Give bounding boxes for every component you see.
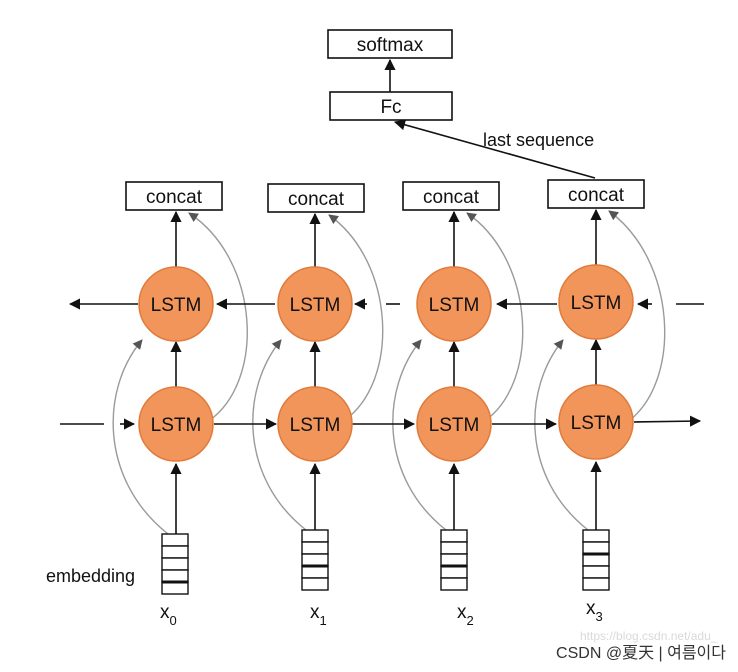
- lstm-label: LSTM: [429, 295, 480, 316]
- lstm-label: LSTM: [151, 295, 202, 316]
- last-sequence-label: last sequence: [483, 130, 594, 150]
- input-label-x1: x1: [310, 602, 327, 628]
- concat-box: concat: [547, 179, 645, 209]
- concat-label: concat: [288, 189, 345, 210]
- forward-to-concat-curve: [328, 214, 384, 421]
- lstm-label: LSTM: [290, 295, 341, 316]
- forward-to-concat-curve: [188, 212, 248, 421]
- forward-to-concat-curve: [608, 210, 666, 421]
- softmax-label: softmax: [357, 35, 424, 56]
- lstm-backward-node: LSTM: [558, 264, 634, 340]
- input-label-x2: x2: [457, 602, 474, 628]
- input-label-x0: x0: [160, 602, 177, 628]
- lstm-label: LSTM: [571, 413, 622, 434]
- lstm-backward-node: LSTM: [416, 266, 492, 342]
- embedding-vector: [301, 529, 329, 591]
- embedding-vector: [440, 529, 468, 591]
- softmax-box: softmax: [327, 29, 453, 59]
- input-to-backward-curve: [392, 339, 447, 531]
- forward-to-concat-curve: [466, 212, 524, 421]
- lstm-label: LSTM: [571, 293, 622, 314]
- input-to-backward-curve: [112, 339, 169, 535]
- concat-box: concat: [125, 181, 223, 211]
- lstm-backward-node: LSTM: [277, 266, 353, 342]
- concat-box: concat: [267, 183, 365, 213]
- input-label-x3: x3: [586, 598, 603, 624]
- lstm-backward-node: LSTM: [138, 266, 214, 342]
- embedding-label: embedding: [46, 566, 135, 586]
- watermark-url: https://blog.csdn.net/adu_: [580, 629, 718, 643]
- fc-label: Fc: [380, 97, 401, 118]
- lstm-forward-node: LSTM: [416, 386, 492, 462]
- fc-box: Fc: [329, 91, 453, 121]
- lstm-label: LSTM: [290, 415, 341, 436]
- lstm-label: LSTM: [151, 415, 202, 436]
- concat-box: concat: [402, 181, 500, 211]
- lstm-forward-node: LSTM: [558, 384, 634, 460]
- forward-arrow: [633, 415, 702, 427]
- lstm-forward-node: LSTM: [277, 386, 353, 462]
- embedding-vector: [582, 529, 610, 591]
- concat-label: concat: [423, 187, 480, 208]
- lstm-forward-node: LSTM: [138, 386, 214, 462]
- lstm-label: LSTM: [429, 415, 480, 436]
- last-sequence-arrow: [393, 119, 596, 179]
- embedding-vector: [161, 533, 189, 595]
- input-to-backward-curve: [252, 339, 307, 531]
- concat-label: concat: [568, 185, 625, 206]
- watermark-text: CSDN @夏天 | 여름이다: [556, 644, 726, 662]
- concat-label: concat: [146, 187, 203, 208]
- input-to-backward-curve: [534, 339, 589, 531]
